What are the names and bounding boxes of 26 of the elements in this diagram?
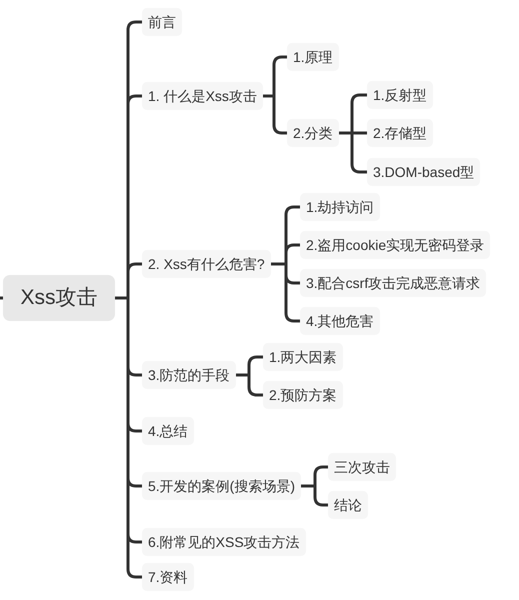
topic-box: 2.盗用cookie实现无密码登录 xyxy=(300,231,490,259)
topic-box: 1.两大因素 xyxy=(263,343,343,371)
topic-box: 5.开发的案例(搜索场景) xyxy=(142,472,301,500)
topic-box: 3.防范的手段 xyxy=(142,361,236,389)
topic-box: 7.资料 xyxy=(142,563,194,591)
topic-box: 2.预防方案 xyxy=(263,381,343,409)
topic-box: 1.劫持访问 xyxy=(300,193,380,221)
topic-box: 2.存储型 xyxy=(367,119,433,147)
topic-box: 3.DOM-based型 xyxy=(367,158,480,186)
topic-box: 4.其他危害 xyxy=(300,307,380,335)
topic-box: 1. 什么是Xss攻击 xyxy=(142,82,263,110)
topic-box: 6.附常见的XSS攻击方法 xyxy=(142,528,306,556)
topic-box: 1.反射型 xyxy=(367,81,433,109)
central-topic-box: Xss攻击 xyxy=(3,275,115,321)
topic-box: 2.分类 xyxy=(287,119,339,147)
connector-line xyxy=(263,94,287,134)
connector-line xyxy=(301,484,328,506)
topic-box: 3.配合csrf攻击完成恶意请求 xyxy=(300,269,486,297)
topic-box: 1.原理 xyxy=(287,43,339,71)
topic-box: 前言 xyxy=(142,8,182,36)
topic-box: 结论 xyxy=(328,491,368,519)
topic-box: 2. Xss有什么危害? xyxy=(142,250,271,278)
topic-box: 三次攻击 xyxy=(328,453,396,481)
connector-line xyxy=(236,374,263,396)
connector-line xyxy=(0,296,3,300)
topic-box: 4.总结 xyxy=(142,417,194,445)
